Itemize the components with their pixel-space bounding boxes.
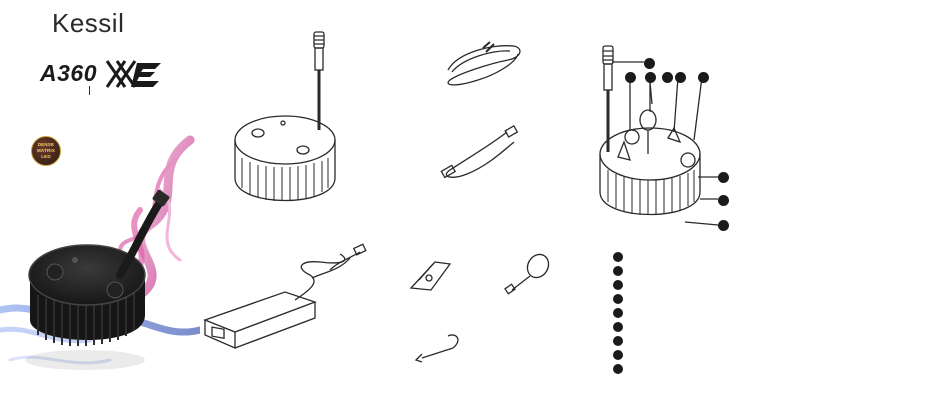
model-name: A360 — [40, 60, 97, 87]
model-tick — [89, 86, 90, 95]
callout-marker — [675, 72, 686, 83]
legend-marker — [613, 336, 623, 346]
legend-marker — [613, 308, 623, 318]
callout-marker — [645, 72, 656, 83]
hanging-loop-drawing — [500, 250, 560, 300]
hook-drawing — [408, 330, 468, 370]
callout-marker — [718, 195, 729, 206]
light-unit-drawing — [228, 28, 343, 208]
power-cord-drawing — [438, 32, 528, 92]
legend-marker — [613, 266, 623, 276]
callout-marker — [718, 220, 729, 231]
legend-marker — [613, 252, 623, 262]
mounting-bracket-drawing — [405, 258, 455, 298]
legend-marker — [613, 322, 623, 332]
power-adapter-drawing — [200, 240, 370, 355]
legend-marker — [613, 350, 623, 360]
brand-wordmark: Kessil — [52, 8, 124, 39]
callout-marker — [625, 72, 636, 83]
xr-logo-icon — [103, 57, 165, 91]
legend-marker — [613, 280, 623, 290]
extension-cable-drawing — [432, 122, 522, 187]
legend-marker — [613, 294, 623, 304]
callout-marker — [644, 58, 655, 69]
hero-product-image — [0, 130, 200, 390]
legend-marker — [613, 364, 623, 374]
callout-marker — [662, 72, 673, 83]
callout-marker — [718, 172, 729, 183]
callout-marker — [698, 72, 709, 83]
